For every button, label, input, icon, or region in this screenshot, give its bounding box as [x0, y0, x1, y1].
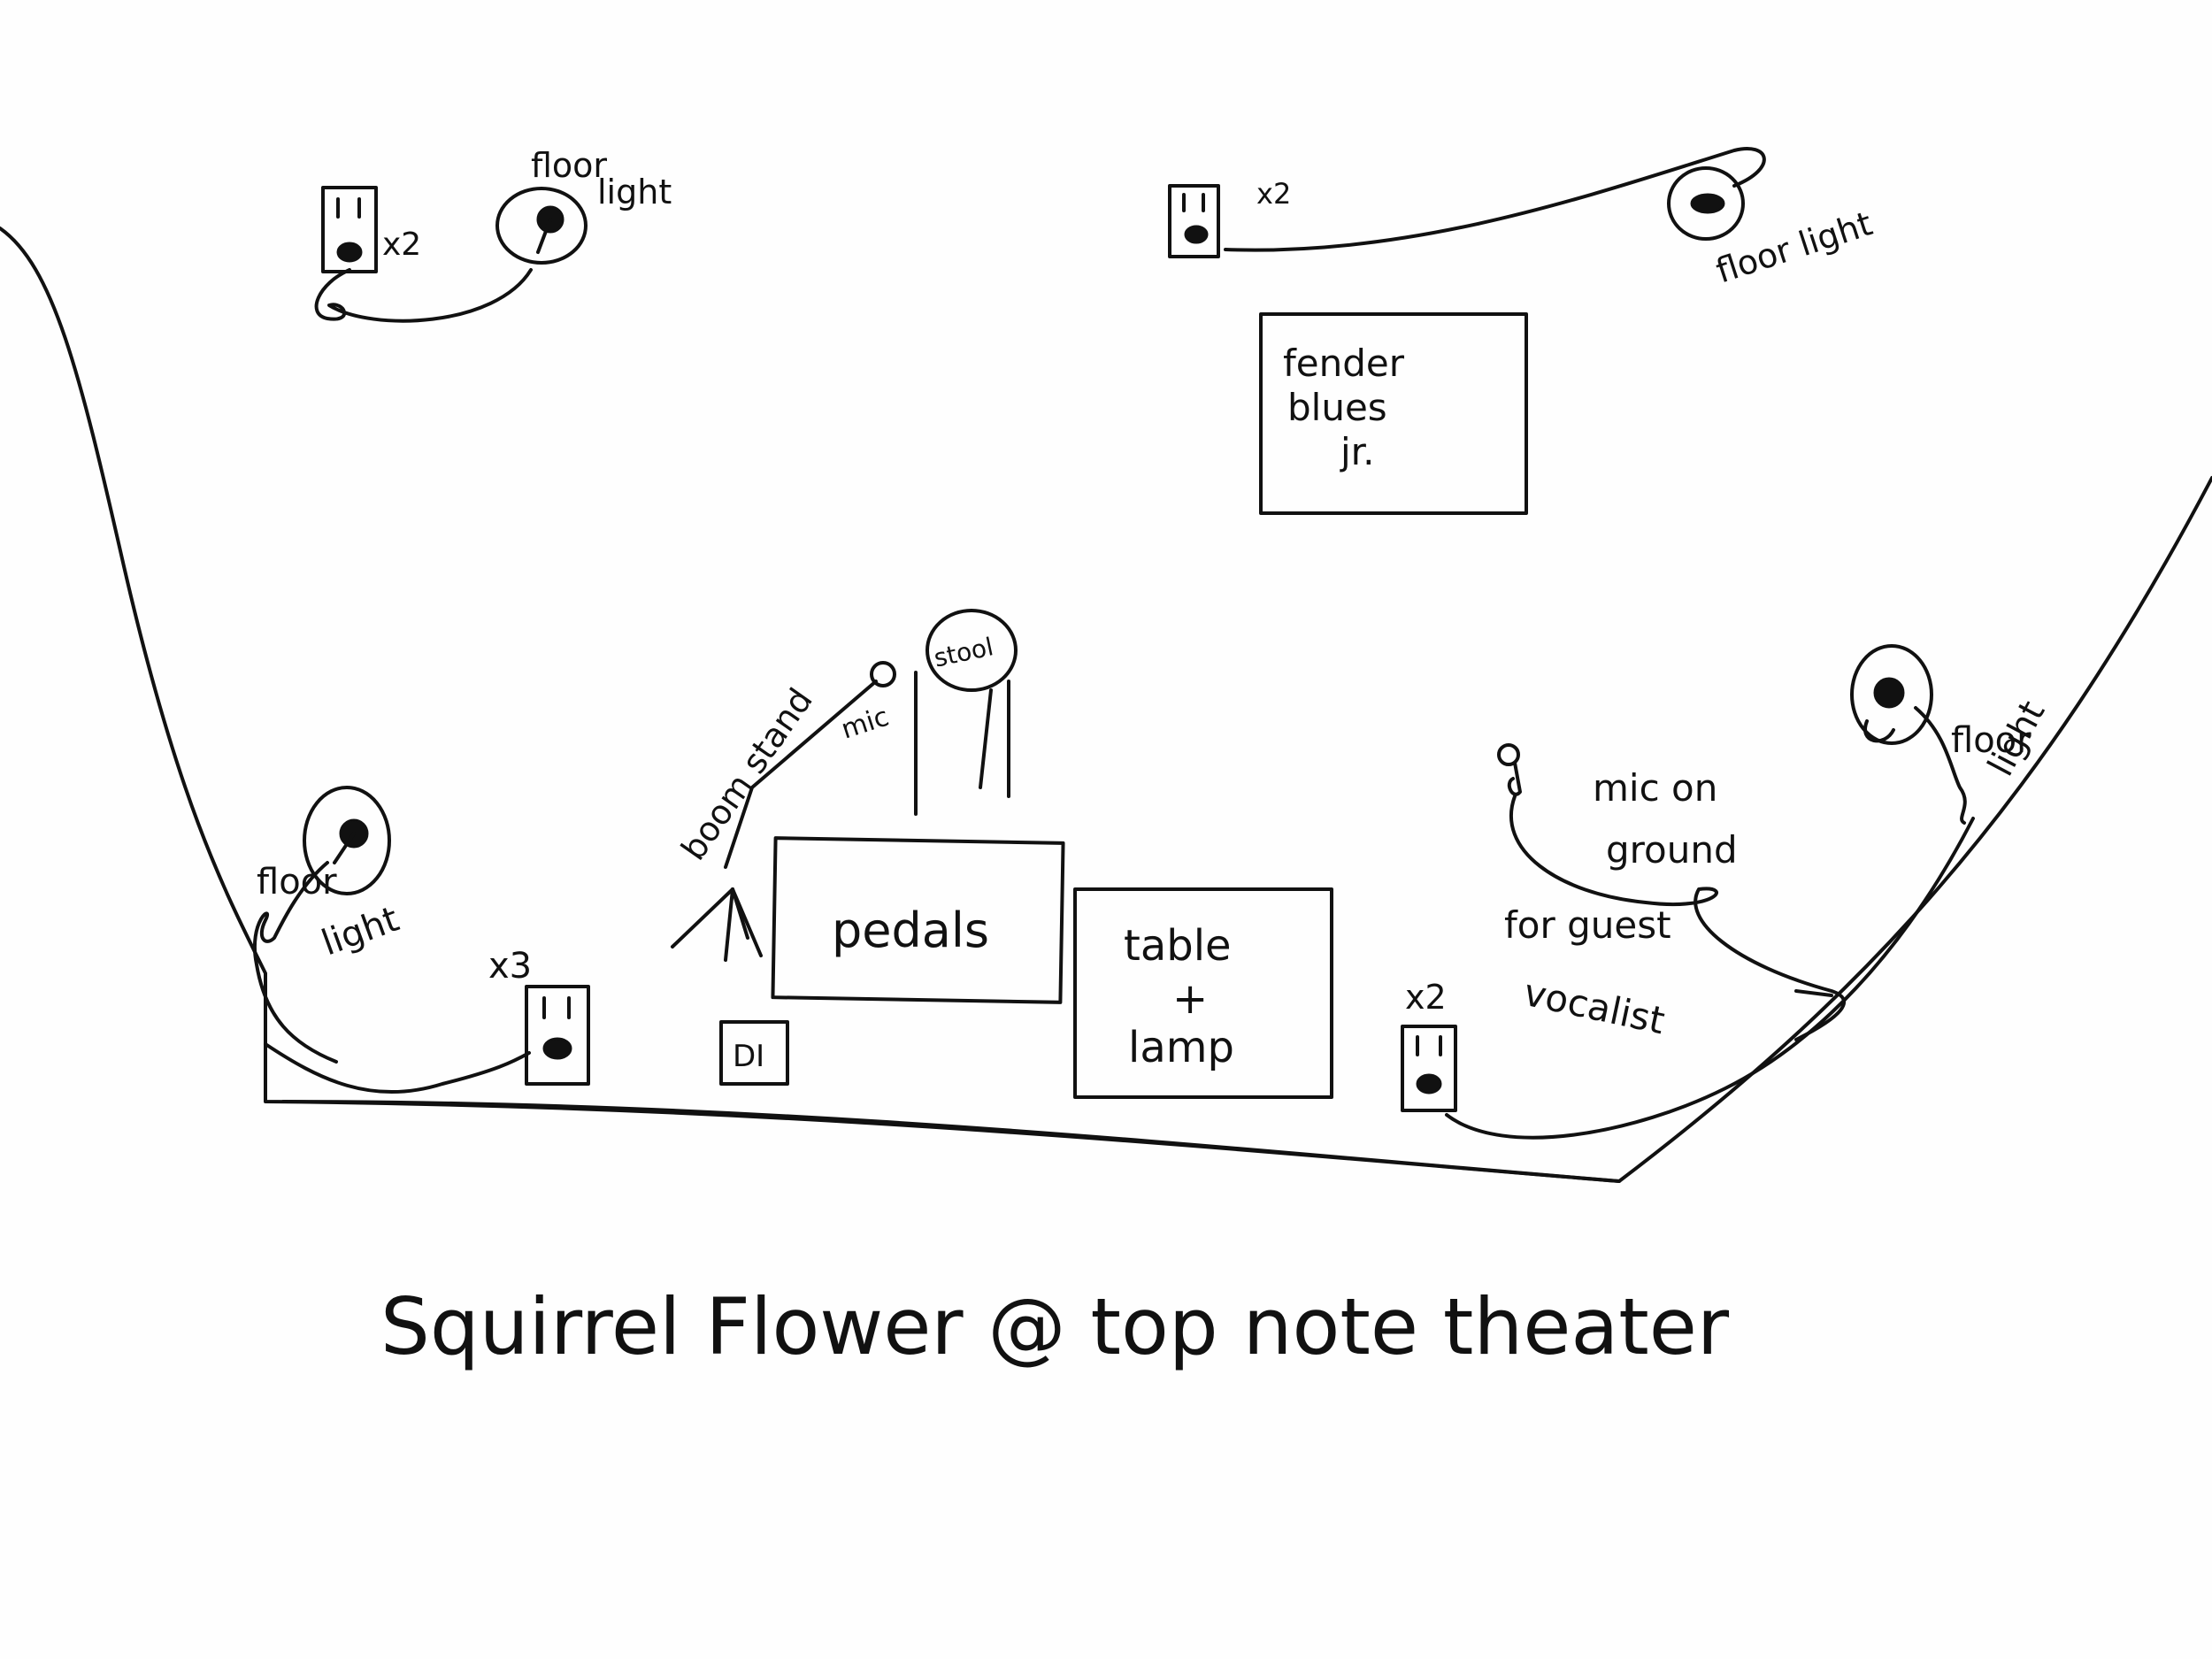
di-label: DI	[733, 1039, 764, 1074]
cable-mic-on-ground	[1509, 795, 1846, 1041]
floor-light-top-right-icon	[1667, 166, 1745, 241]
floor-light-right-icon	[1850, 644, 1933, 745]
outlet-top-left-count: x2	[382, 227, 421, 263]
outlet-top-center-count: x2	[1256, 177, 1291, 211]
amp-box	[1259, 312, 1528, 515]
outlet-bottom-left-count: x3	[488, 946, 532, 987]
floor-light-right-label: floor	[1951, 720, 2032, 761]
outlet-top-left-icon	[321, 186, 378, 273]
cable-top-left	[314, 268, 533, 323]
mic-icon	[870, 661, 896, 687]
floor-light-top-left-label: floor light	[531, 146, 672, 211]
cable-left	[253, 861, 338, 1064]
diagram-title: Squirrel Flower @ top note theater	[380, 1281, 1730, 1372]
floor-light-left-label-2: light	[317, 899, 404, 964]
outlet-bottom-right-count: x2	[1405, 978, 1447, 1017]
pedals-box	[771, 836, 1065, 1004]
floor-light-top-left-icon	[495, 187, 588, 265]
stage-front-edge	[281, 1100, 1621, 1183]
boom-stand-icon	[671, 887, 763, 962]
mic-on-ground-label: mic on ground	[1593, 766, 1738, 872]
guest-vocalist-label: for guest	[1504, 903, 1671, 947]
outlet-bottom-left-icon	[525, 985, 590, 1086]
cable-right	[1914, 706, 1967, 825]
mic-on-ground-icon	[1497, 743, 1522, 796]
cable-bottom-right	[1445, 817, 1975, 1140]
floor-light-top-right-label: floor light	[1711, 204, 1877, 290]
stage-outline	[0, 227, 2212, 1183]
floor-light-left-icon	[303, 786, 391, 895]
table-label: table + lamp	[1124, 921, 1245, 1072]
cable-top-center	[1224, 147, 1766, 252]
guest-vocalist-label-2: vocalist	[1520, 971, 1669, 1042]
di-box	[719, 1020, 789, 1086]
outlet-top-center-icon	[1168, 184, 1220, 258]
pedals-label: pedals	[832, 902, 989, 958]
guest-line	[1794, 989, 1833, 997]
boom-arm	[724, 680, 878, 869]
cable-bottom-left	[264, 1042, 531, 1094]
outlet-bottom-right-icon	[1401, 1025, 1457, 1112]
stool-icon	[914, 609, 1018, 816]
stool-label: stool	[932, 632, 996, 672]
table-box	[1073, 887, 1333, 1099]
amp-label: fender blues jr.	[1283, 342, 1416, 473]
